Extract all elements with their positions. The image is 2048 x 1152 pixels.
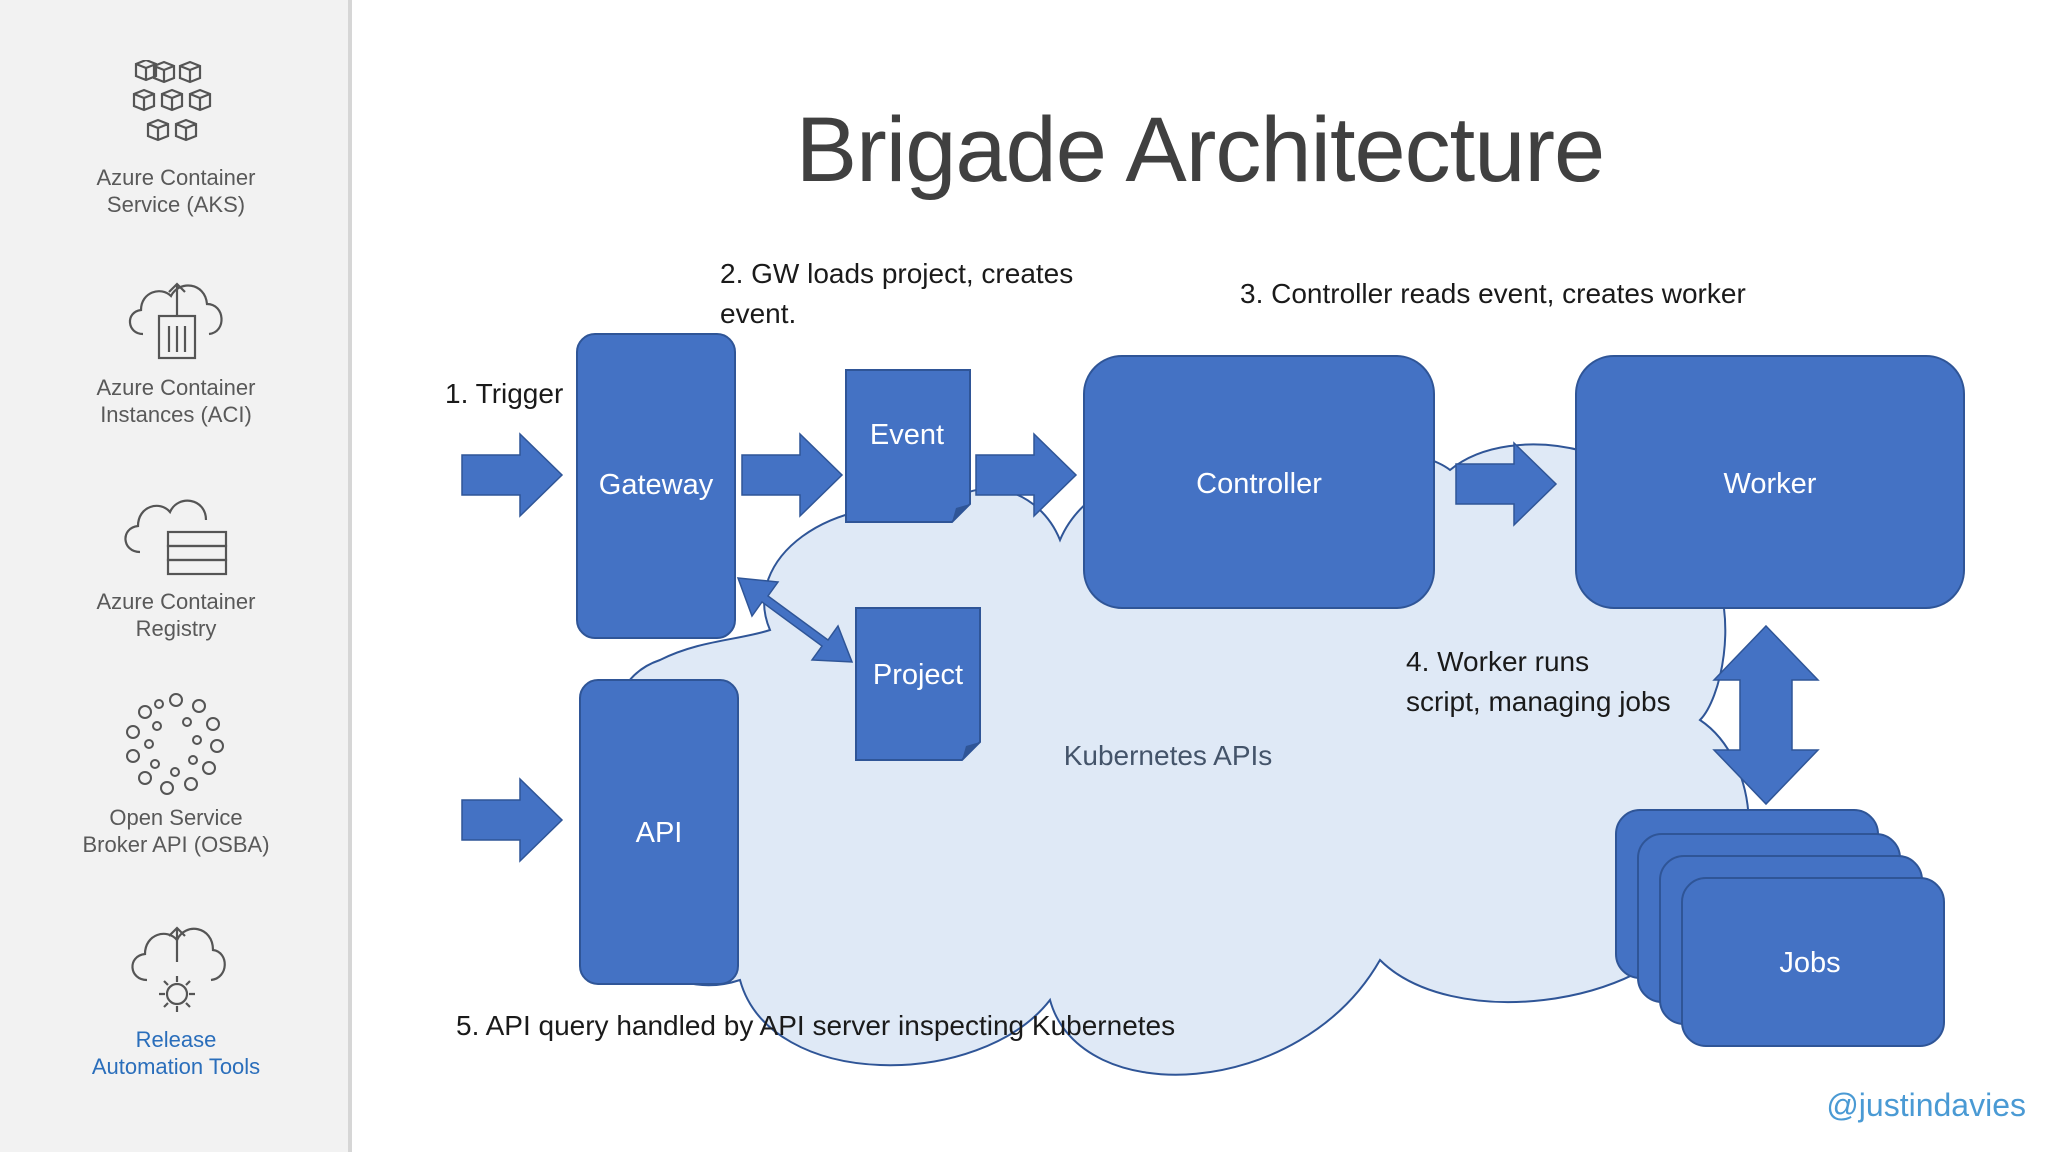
event-label: Event (870, 419, 944, 451)
worker-node (1575, 355, 1965, 609)
controller-node (1083, 355, 1435, 609)
gateway-label: Gateway (599, 469, 714, 501)
gateway-event-arrow (741, 432, 844, 518)
api-input-arrow (461, 777, 564, 863)
event-fold (952, 504, 970, 522)
api-label: API (636, 817, 683, 849)
author-handle: @justindavies (1826, 1087, 2026, 1123)
api-node (579, 679, 739, 985)
step5-caption: 5. API query handled by API server inspe… (456, 1010, 1176, 1041)
jobs-label: Jobs (1779, 947, 1840, 979)
cloud-gear-icon (131, 926, 226, 1012)
gateway-node (576, 333, 736, 639)
cloud-label: Kubernetes APIs (1064, 740, 1273, 771)
step3-caption: 3. Controller reads event, creates worke… (1240, 278, 1746, 309)
worker-jobs-arrow (1712, 624, 1820, 806)
trigger-arrow (461, 432, 564, 518)
cubes-icon (132, 60, 212, 142)
circles-ring-icon (126, 693, 224, 795)
controller-worker-arrow (1455, 441, 1558, 527)
jobs-node (1681, 877, 1945, 1047)
event-controller-arrow (975, 432, 1078, 518)
gateway-project-arrow (736, 577, 854, 663)
project-fold (962, 742, 980, 760)
step1-caption: 1. Trigger (445, 378, 564, 409)
slide-title: Brigade Architecture (795, 99, 1605, 201)
worker-label: Worker (1724, 468, 1817, 500)
cloud-container-icon (128, 282, 223, 360)
project-label: Project (873, 659, 963, 691)
controller-label: Controller (1196, 468, 1322, 500)
cloud-registry-icon (124, 499, 228, 576)
